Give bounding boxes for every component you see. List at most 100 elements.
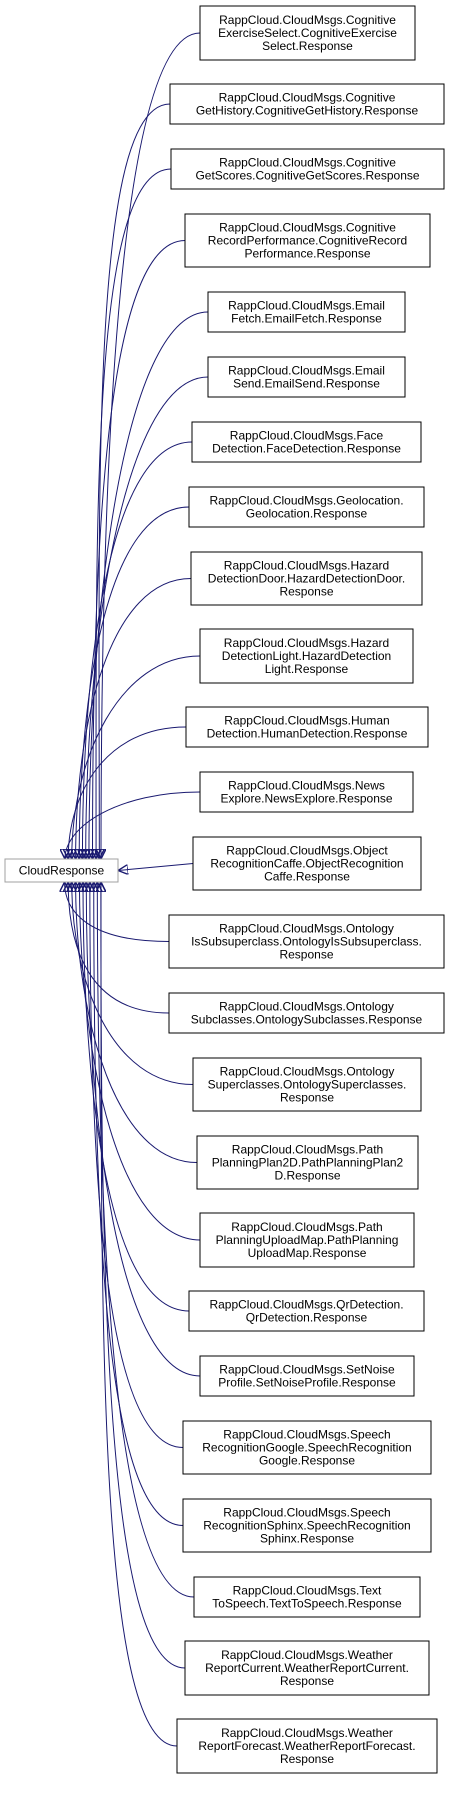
subclass-node[interactable]: RappCloud.CloudMsgs.OntologySubclasses.O… [168, 992, 445, 1034]
subclass-box [193, 1576, 421, 1618]
subclass-label-line: RappCloud.CloudMsgs.Hazard [224, 636, 389, 650]
subclass-node[interactable]: RappCloud.CloudMsgs.HumanDetection.Human… [185, 706, 429, 748]
subclass-label-line: RappCloud.CloudMsgs.Ontology [219, 1000, 394, 1014]
subclass-label-line: QrDetection.Response [246, 1311, 368, 1325]
subclass-box [199, 628, 414, 684]
subclass-label-line: RappCloud.CloudMsgs.Ontology [220, 1065, 395, 1079]
subclass-box [207, 291, 406, 333]
subclass-label-line: ToSpeech.TextToSpeech.Response [212, 1597, 402, 1611]
subclass-label-line: RecognitionGoogle.SpeechRecognition [202, 1441, 411, 1455]
inheritance-arrow [89, 311, 209, 859]
inheritance-arrow [79, 882, 201, 1241]
subclass-label-line: DetectionDoor.HazardDetectionDoor. [208, 572, 405, 586]
subclass-label-line: Explore.NewsExplore.Response [220, 792, 392, 806]
subclass-node[interactable]: RappCloud.CloudMsgs.CognitiveGetScores.C… [170, 148, 445, 190]
subclass-label-line: RappCloud.CloudMsgs.Path [231, 1220, 382, 1234]
inheritance-arrow [72, 655, 201, 859]
subclass-node[interactable]: RappCloud.CloudMsgs.SpeechRecognitionSph… [182, 1498, 432, 1553]
subclass-node[interactable]: RappCloud.CloudMsgs.WeatherReportCurrent… [184, 1640, 430, 1696]
subclass-node[interactable]: RappCloud.CloudMsgs.PathPlanningUploadMa… [199, 1212, 415, 1268]
subclass-node[interactable]: RappCloud.CloudMsgs.SetNoiseProfile.SetN… [199, 1355, 415, 1397]
subclass-box [199, 1212, 415, 1268]
subclass-label-line: RappCloud.CloudMsgs.Face [230, 429, 384, 443]
subclass-label-line: Response [279, 948, 333, 962]
subclass-box [168, 992, 445, 1034]
subclass-label-line: RappCloud.CloudMsgs.Weather [221, 1648, 393, 1662]
subclass-node[interactable]: RappCloud.CloudMsgs.NewsExplore.NewsExpl… [199, 771, 414, 813]
subclass-box [168, 914, 445, 969]
subclass-label-line: RappCloud.CloudMsgs.Path [232, 1143, 383, 1157]
subclass-label-line: RappCloud.CloudMsgs.Speech [223, 1428, 390, 1442]
subclass-node[interactable]: RappCloud.CloudMsgs.HazardDetectionDoor.… [190, 551, 423, 606]
subclass-node[interactable]: RappCloud.CloudMsgs.TextToSpeech.TextToS… [193, 1576, 421, 1618]
subclass-label-line: RappCloud.CloudMsgs.Object [226, 844, 388, 858]
subclass-box [192, 836, 422, 891]
subclass-label-line: Send.EmailSend.Response [233, 377, 380, 391]
root-class-node[interactable]: CloudResponse [4, 858, 119, 883]
subclass-label-line: DetectionLight.HazardDetection [222, 649, 391, 663]
subclass-box [199, 1355, 415, 1397]
subclass-label-line: RappCloud.CloudMsgs.Email [228, 299, 385, 313]
subclass-node[interactable]: RappCloud.CloudMsgs.CognitiveRecordPerfo… [184, 213, 431, 268]
subclass-node[interactable]: RappCloud.CloudMsgs.WeatherReportForecas… [176, 1718, 438, 1774]
subclass-label-line: RecognitionSphinx.SpeechRecognition [203, 1519, 410, 1533]
subclass-box [199, 771, 414, 813]
subclass-node[interactable]: RappCloud.CloudMsgs.EmailFetch.EmailFetc… [207, 291, 406, 333]
subclass-box [188, 486, 425, 528]
subclass-label-line: RappCloud.CloudMsgs.Speech [223, 1506, 390, 1520]
subclass-node[interactable]: RappCloud.CloudMsgs.HazardDetectionLight… [199, 628, 414, 684]
subclass-label-line: Light.Response [265, 662, 349, 676]
subclass-label-line: Geolocation.Response [246, 507, 368, 521]
subclass-label-line: RappCloud.CloudMsgs.News [228, 779, 385, 793]
subclass-label-line: RappCloud.CloudMsgs.Email [228, 364, 385, 378]
subclass-box [176, 1718, 438, 1774]
inheritance-arrow [99, 103, 171, 859]
subclass-label-line: Profile.SetNoiseProfile.Response [218, 1376, 396, 1390]
subclass-node[interactable]: RappCloud.CloudMsgs.CognitiveExerciseSel… [199, 5, 416, 61]
subclass-label-line: Response [280, 1752, 334, 1766]
subclass-box [196, 1135, 419, 1190]
root-class-box [4, 858, 119, 883]
inheritance-arrow [94, 882, 184, 1526]
subclass-box [207, 356, 406, 398]
subclass-label-line: Fetch.EmailFetch.Response [231, 312, 382, 326]
subclass-label-line: PlanningPlan2D.PathPlanningPlan2 [212, 1156, 404, 1170]
subclass-label-line: Detection.HumanDetection.Response [207, 727, 408, 741]
subclass-node[interactable]: RappCloud.CloudMsgs.OntologySuperclasses… [192, 1057, 422, 1112]
inheritance-edges [65, 32, 209, 1747]
root-class-label: CloudResponse [19, 864, 105, 878]
subclass-label-line: Superclasses.OntologySuperclasses. [208, 1078, 407, 1092]
subclass-label-line: RappCloud.CloudMsgs.Ontology [219, 922, 394, 936]
subclass-node[interactable]: RappCloud.CloudMsgs.ObjectRecognitionCaf… [192, 836, 422, 891]
subclass-node[interactable]: RappCloud.CloudMsgs.QrDetection.QrDetect… [188, 1290, 425, 1332]
subclass-node[interactable]: RappCloud.CloudMsgs.FaceDetection.FaceDe… [191, 421, 422, 463]
inheritance-arrow [86, 882, 201, 1377]
subclass-label-line: D.Response [274, 1169, 340, 1183]
inheritance-arrow [101, 32, 201, 859]
subclass-node[interactable]: RappCloud.CloudMsgs.PathPlanningPlan2D.P… [196, 1135, 419, 1190]
subclass-node[interactable]: RappCloud.CloudMsgs.OntologyIsSubsupercl… [168, 914, 445, 969]
inheritance-arrow [76, 882, 198, 1163]
subclass-label-line: GetScores.CognitiveGetScores.Response [195, 169, 419, 183]
subclass-node[interactable]: RappCloud.CloudMsgs.CognitiveGetHistory.… [169, 83, 445, 125]
subclass-box [191, 421, 422, 463]
subclass-label-line: IsSubsuperclass.OntologyIsSubsuperclass. [191, 935, 422, 949]
inheritance-arrow [96, 168, 172, 859]
subclass-box [192, 1057, 422, 1112]
subclass-node[interactable]: RappCloud.CloudMsgs.EmailSend.EmailSend.… [207, 356, 406, 398]
subclass-label-line: RappCloud.CloudMsgs.Weather [221, 1726, 393, 1740]
subclass-node[interactable]: RappCloud.CloudMsgs.SpeechRecognitionGoo… [182, 1420, 432, 1475]
subclass-label-line: RappCloud.CloudMsgs.Hazard [224, 559, 389, 573]
subclass-label-line: ReportForecast.WeatherReportForecast. [198, 1739, 415, 1753]
subclass-label-line: Response [279, 585, 333, 599]
subclass-box [170, 148, 445, 190]
subclass-box [182, 1498, 432, 1553]
subclass-node[interactable]: RappCloud.CloudMsgs.Geolocation.Geolocat… [188, 486, 425, 528]
inheritance-arrow [90, 882, 184, 1448]
subclass-label-line: Sphinx.Response [260, 1532, 354, 1546]
subclass-label-line: RecognitionCaffe.ObjectRecognition [210, 857, 403, 871]
subclass-box [190, 551, 423, 606]
inheritance-arrow [68, 726, 187, 859]
inheritance-arrow [101, 882, 178, 1747]
